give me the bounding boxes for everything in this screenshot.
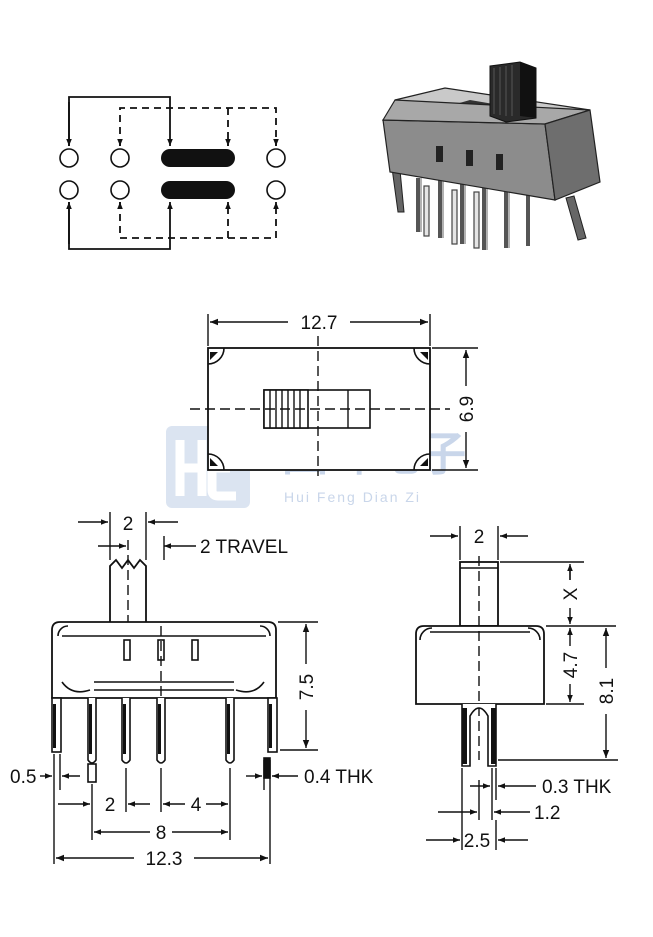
- dim-pin-span: 2.5: [464, 831, 490, 852]
- dim-overall-width: 12.7: [301, 313, 338, 334]
- dim-pin-offset: 1.2: [534, 803, 560, 824]
- dim-outer-pin-span: 8: [156, 823, 167, 844]
- dim-side-pin-thickness: 0.3 THK: [542, 777, 612, 798]
- dim-actuator-width: 2: [123, 514, 134, 535]
- dim-pin-width: 0.5: [10, 767, 36, 788]
- dim-overall-height: 6.9: [457, 396, 478, 422]
- schematic-contacts: [59, 148, 286, 200]
- dim-pitch-large: 4: [191, 795, 202, 816]
- switch-3d-illustration: [381, 61, 601, 250]
- watermark-pinyin-name: Hui Feng Dian Zi: [284, 489, 421, 505]
- dim-pin-thickness: 0.4 THK: [304, 767, 374, 788]
- dim-side-body-height: 4.7: [561, 652, 582, 678]
- dim-front-height: 7.5: [297, 674, 318, 700]
- schematic-solid-path-bottom: [68, 202, 173, 250]
- side-view: 2 X 4.7 8.1 0.3 THK 1.2 2.5: [415, 526, 618, 852]
- dim-travel: 2 TRAVEL: [200, 537, 288, 558]
- schematic-dashed-paths: [119, 107, 277, 239]
- top-view: 12.7 6.9: [190, 313, 478, 476]
- dim-side-actuator-width: 2: [474, 527, 485, 548]
- switch-schematic: [59, 96, 286, 250]
- dim-actuator-height: X: [561, 587, 582, 600]
- dim-body-length: 12.3: [146, 849, 183, 870]
- illustration-pins: [416, 178, 530, 250]
- dim-total-height: 8.1: [597, 678, 618, 704]
- front-view-pins: [51, 697, 278, 783]
- side-view-body: [415, 625, 545, 705]
- dim-pitch-small: 2: [105, 795, 116, 816]
- front-view: 2 2 TRAVEL 7.5 0.5 0.4 THK 2 4 8 12.3: [10, 512, 374, 870]
